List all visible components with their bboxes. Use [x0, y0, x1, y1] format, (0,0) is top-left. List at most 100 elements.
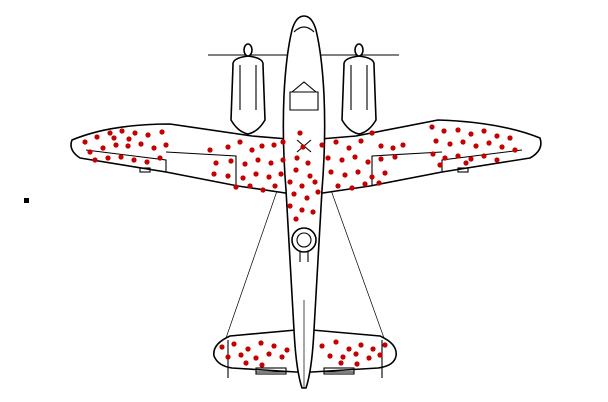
- bullet-hole: [94, 134, 100, 140]
- bullet-hole: [468, 156, 474, 162]
- bullet-hole: [278, 171, 284, 177]
- bullet-hole: [400, 142, 406, 148]
- bullet-hole: [138, 141, 144, 147]
- bullet-hole: [481, 153, 487, 159]
- bullet-hole: [369, 174, 375, 180]
- bullet-hole: [352, 154, 358, 160]
- bullet-hole: [132, 130, 138, 136]
- bullet-hole: [268, 160, 274, 166]
- bullet-hole: [473, 143, 479, 149]
- bullet-hole: [312, 179, 318, 185]
- bullet-hole: [287, 203, 293, 209]
- bullet-hole: [131, 157, 137, 163]
- bullet-hole: [429, 124, 435, 130]
- bullet-hole: [280, 139, 286, 145]
- bullet-hole: [92, 157, 98, 163]
- bullet-hole: [370, 346, 376, 352]
- bullet-hole: [349, 185, 355, 191]
- bullet-hole: [369, 130, 375, 136]
- bullet-hole: [228, 158, 234, 164]
- bullet-hole: [163, 142, 169, 148]
- bullet-hole: [272, 183, 278, 189]
- bullet-hole: [255, 157, 261, 163]
- bullet-hole: [225, 144, 231, 150]
- bracing-wires: [225, 164, 385, 339]
- bullet-hole: [287, 179, 293, 185]
- bullet-hole: [253, 171, 259, 177]
- bullet-hole: [377, 352, 383, 358]
- bullet-hole: [159, 129, 165, 135]
- bullet-hole: [219, 344, 225, 350]
- bullet-hole: [145, 132, 151, 138]
- bullet-hole: [362, 181, 368, 187]
- bullet-hole-markers: [82, 124, 518, 368]
- bullet-hole: [463, 160, 469, 166]
- bullet-hole: [247, 183, 253, 189]
- bullet-hole: [293, 216, 299, 222]
- bullet-hole: [365, 159, 371, 165]
- bullet-hole: [259, 143, 265, 149]
- bullet-hole: [253, 355, 259, 361]
- hits-left-tailplane: [219, 340, 290, 368]
- hits-left-outer-wing: [82, 128, 169, 165]
- bullet-hole: [144, 159, 150, 165]
- bullet-hole: [455, 127, 461, 133]
- bullet-hole: [310, 209, 316, 215]
- bullet-hole: [340, 354, 346, 360]
- bullet-hole: [299, 183, 305, 189]
- bullet-hole: [304, 195, 310, 201]
- bullet-hole: [366, 355, 372, 361]
- bullet-hole: [328, 169, 334, 175]
- bullet-hole: [342, 172, 348, 178]
- bullet-hole: [249, 147, 255, 153]
- bullet-hole: [305, 160, 311, 166]
- bullet-hole: [105, 155, 111, 161]
- bullet-hole: [333, 139, 339, 145]
- bullet-hole: [447, 141, 453, 147]
- bullet-hole: [300, 144, 306, 150]
- bullet-hole: [119, 128, 125, 134]
- bullet-hole: [237, 139, 243, 145]
- bullet-hole: [87, 149, 93, 155]
- bullet-hole: [280, 157, 286, 163]
- bullet-hole: [82, 139, 88, 145]
- hits-fuselage: [287, 130, 321, 222]
- bullet-hole: [392, 154, 398, 160]
- bullet-hole: [240, 175, 246, 181]
- bullet-hole: [390, 145, 396, 151]
- bullet-hole: [242, 161, 248, 167]
- bullet-hole: [113, 142, 119, 148]
- bullet-hole: [238, 352, 244, 358]
- bullet-hole: [266, 351, 272, 357]
- bullet-hole: [494, 157, 500, 163]
- bullet-hole: [346, 145, 352, 151]
- bullet-hole: [231, 341, 237, 347]
- bullet-hole: [225, 173, 231, 179]
- bullet-hole: [494, 133, 500, 139]
- bullet-hole: [259, 362, 265, 368]
- bullet-hole: [430, 151, 436, 157]
- bullet-hole: [433, 138, 439, 144]
- hits-right-inner-wing: [319, 130, 406, 191]
- bullet-hole: [339, 157, 345, 163]
- bullet-hole: [358, 138, 364, 144]
- left-engine: [208, 43, 288, 135]
- bullet-hole: [327, 353, 333, 359]
- bullet-hole: [358, 342, 364, 348]
- bullet-hole: [294, 155, 300, 161]
- bullet-hole: [481, 128, 487, 134]
- bullet-hole: [213, 160, 219, 166]
- bullet-hole: [297, 130, 303, 136]
- bullet-hole: [319, 142, 325, 148]
- bullet-hole: [441, 128, 447, 134]
- bullet-hole: [207, 147, 213, 153]
- bullet-hole: [378, 143, 384, 149]
- bullet-hole: [107, 130, 113, 136]
- bullet-hole: [335, 183, 341, 189]
- hits-right-outer-wing: [429, 124, 518, 168]
- bullet-hole: [293, 167, 299, 173]
- bullet-hole: [486, 140, 492, 146]
- hits-left-inner-wing: [207, 139, 286, 193]
- hits-right-tailplane: [319, 339, 388, 367]
